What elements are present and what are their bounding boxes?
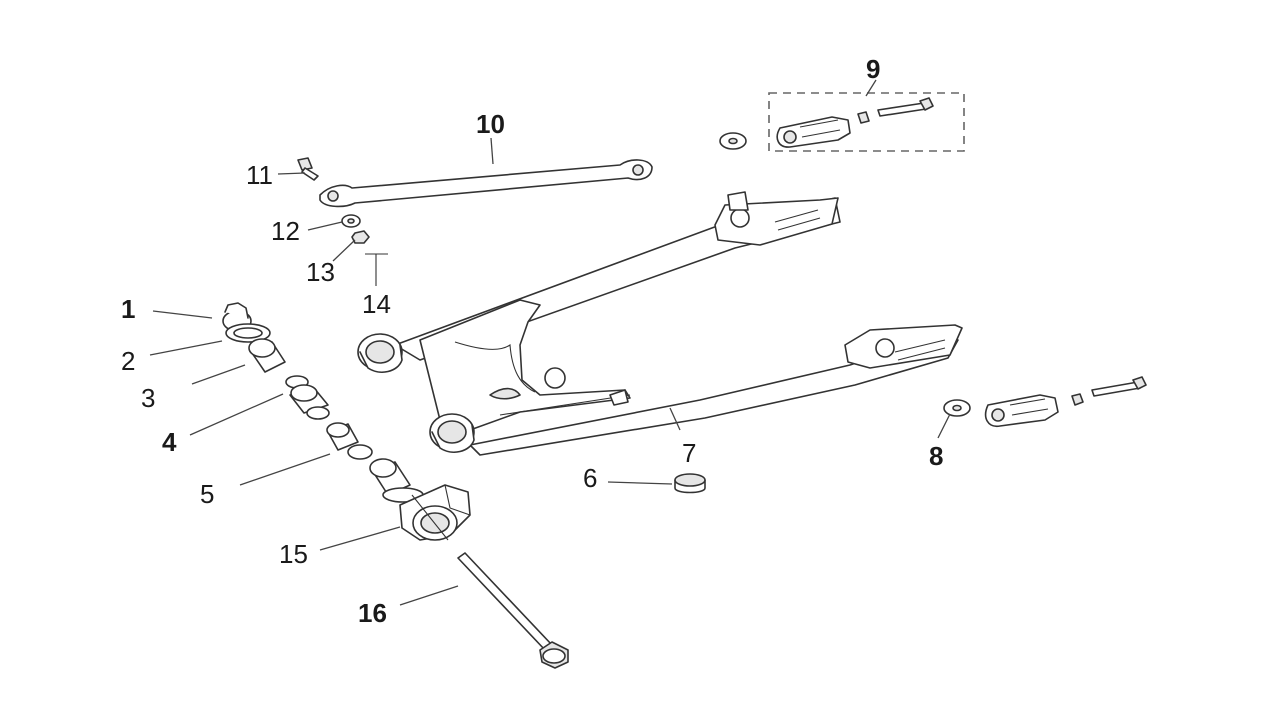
sleeve-5 xyxy=(326,422,359,451)
oring-5 xyxy=(347,444,373,460)
callout-3: 3 xyxy=(141,383,155,413)
callout-15: 15 xyxy=(279,539,308,569)
callout-9: 9 xyxy=(866,54,880,84)
pivot-bolt-16 xyxy=(411,494,569,669)
bushing-3 xyxy=(248,338,286,373)
callout-labels: 1 2 3 4 5 6 7 8 9 10 11 12 13 14 15 16 xyxy=(121,54,943,628)
callout-14: 14 xyxy=(362,289,391,319)
swingarm xyxy=(357,191,963,456)
callout-4: 4 xyxy=(162,427,177,457)
oring-4b xyxy=(306,406,330,420)
adjuster-8 xyxy=(943,376,1147,428)
pin-14 xyxy=(365,253,388,286)
callout-7: 7 xyxy=(682,438,696,468)
callout-6: 6 xyxy=(583,463,597,493)
callout-12: 12 xyxy=(271,216,300,246)
callout-10: 10 xyxy=(476,109,505,139)
leader-lines xyxy=(149,79,951,606)
callout-1: 1 xyxy=(121,294,135,324)
adjuster-kit-9 xyxy=(719,92,965,152)
callout-16: 16 xyxy=(358,598,387,628)
callout-8: 8 xyxy=(929,441,943,471)
bolt-11 xyxy=(297,157,319,181)
seal-2 xyxy=(225,323,271,343)
callout-13: 13 xyxy=(306,257,335,287)
callout-2: 2 xyxy=(121,346,135,376)
callout-5: 5 xyxy=(200,479,214,509)
nut-13 xyxy=(351,230,370,244)
washer-12 xyxy=(341,214,361,228)
callout-11: 11 xyxy=(246,160,273,190)
torque-brace xyxy=(319,159,653,208)
grommet-6 xyxy=(674,473,706,494)
bushing-15a xyxy=(369,458,424,503)
